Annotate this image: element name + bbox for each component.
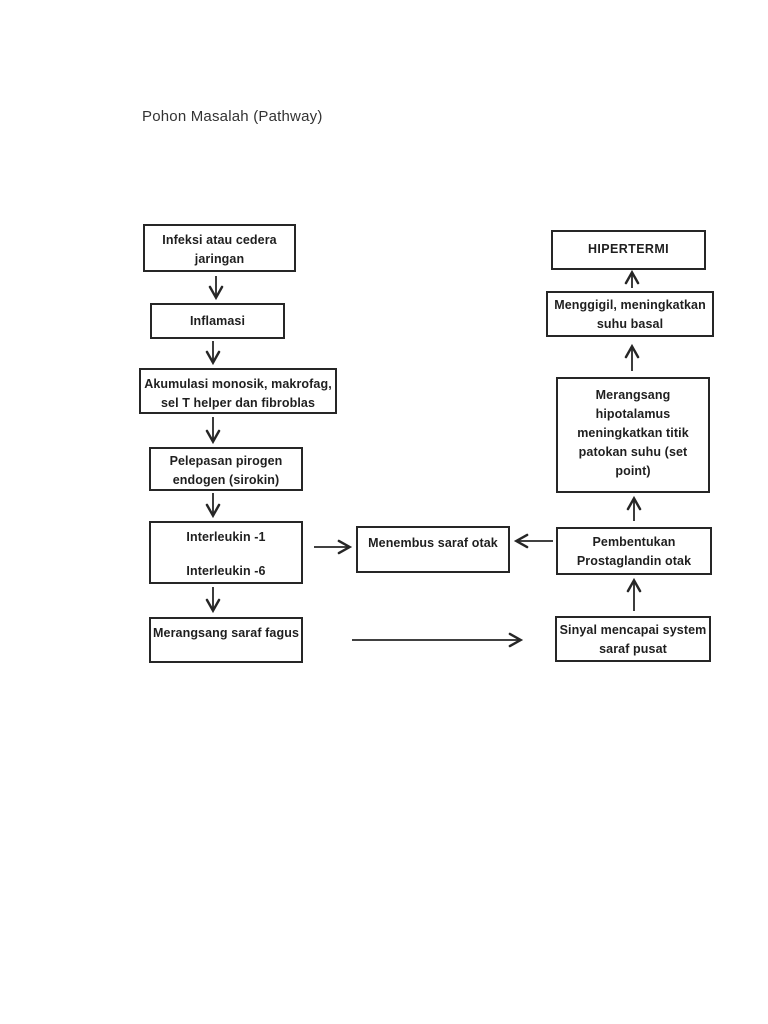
node-merangsang-hipotalamus: Merangsang hipotalamus meningkatkan titi…	[556, 377, 710, 493]
node-akumulasi-monosik: Akumulasi monosik, makrofag, sel T helpe…	[139, 368, 337, 414]
node-infeksi-atau-cedera: Infeksi atau cedera jaringan	[143, 224, 296, 272]
node-hipertermi: HIPERTERMI	[551, 230, 706, 270]
node-pembentukan-prostaglandin: Pembentukan Prostaglandin otak	[556, 527, 712, 575]
node-pelepasan-pirogen: Pelepasan pirogen endogen (sirokin)	[149, 447, 303, 491]
node-merangsang-saraf-fagus: Merangsang saraf fagus	[149, 617, 303, 663]
node-sinyal-mencapai-system: Sinyal mencapai system saraf pusat	[555, 616, 711, 662]
node-inflamasi: Inflamasi	[150, 303, 285, 339]
node-menggigil: Menggigil, meningkatkan suhu basal	[546, 291, 714, 337]
node-menembus-saraf-otak: Menembus saraf otak	[356, 526, 510, 573]
page-title: Pohon Masalah (Pathway)	[142, 108, 323, 125]
node-interleukin: Interleukin -1 Interleukin -6	[149, 521, 303, 584]
